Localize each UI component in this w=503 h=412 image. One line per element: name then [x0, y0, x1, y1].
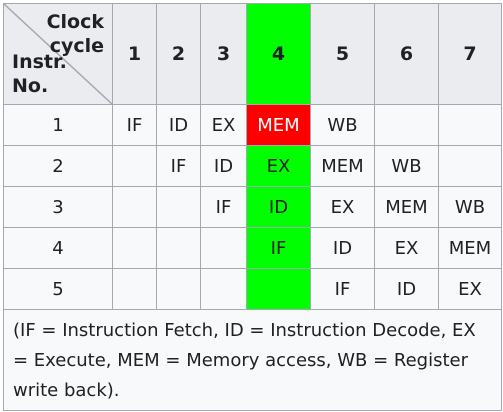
- stage-cell: [112, 145, 157, 187]
- instr-number: 3: [3, 186, 113, 228]
- cycle-header: 3: [200, 3, 247, 105]
- stage-cell: MEM: [374, 186, 439, 228]
- diagonal-divider: [4, 4, 112, 104]
- instr-number: 2: [3, 145, 113, 187]
- header-row: Clock cycle Instr. No. 1 2 3 4 5 6 7: [3, 3, 502, 105]
- stage-cell: [112, 268, 157, 310]
- stage-cell: [246, 268, 311, 310]
- pipeline-table: Clock cycle Instr. No. 1 2 3 4 5 6 7 1 I…: [3, 3, 502, 411]
- stage-cell: WB: [438, 186, 502, 228]
- stage-cell: [156, 268, 201, 310]
- stage-cell: ID: [200, 145, 247, 187]
- stage-cell: ID: [246, 186, 311, 228]
- stage-cell: IF: [112, 104, 157, 146]
- cycle-header: 4: [246, 3, 311, 105]
- clock-label-line2: cycle: [49, 35, 104, 57]
- stage-cell: MEM: [438, 227, 502, 269]
- stage-cell: [112, 227, 157, 269]
- instr-number: 5: [3, 268, 113, 310]
- instr-label-line2: No.: [12, 75, 49, 97]
- instr-no-label: Instr. No.: [12, 50, 67, 98]
- instr-number: 1: [3, 104, 113, 146]
- table-row: 5 IF ID EX: [3, 268, 502, 310]
- stage-cell: ID: [156, 104, 201, 146]
- cycle-header: 1: [112, 3, 157, 105]
- table-row: 2 IF ID EX MEM WB: [3, 145, 502, 187]
- legend-note: (IF = Instruction Fetch, ID = Instructio…: [3, 309, 502, 411]
- stage-cell: MEM: [310, 145, 375, 187]
- stage-cell: IF: [310, 268, 375, 310]
- stage-cell: [112, 186, 157, 228]
- stage-cell: EX: [310, 186, 375, 228]
- stage-cell: [156, 186, 201, 228]
- stage-cell: EX: [200, 104, 247, 146]
- stage-cell: [156, 227, 201, 269]
- cycle-header: 6: [374, 3, 439, 105]
- stage-cell: [200, 227, 247, 269]
- stage-cell: WB: [310, 104, 375, 146]
- stage-cell: EX: [246, 145, 311, 187]
- stage-cell: ID: [374, 268, 439, 310]
- stage-cell: EX: [374, 227, 439, 269]
- stage-cell: [438, 104, 502, 146]
- legend-row: (IF = Instruction Fetch, ID = Instructio…: [3, 309, 502, 411]
- stage-cell: MEM: [246, 104, 311, 146]
- instr-label-line1: Instr.: [12, 51, 67, 73]
- stage-cell: EX: [438, 268, 502, 310]
- clock-cycle-label: Clock cycle: [47, 10, 104, 58]
- stage-cell: [200, 268, 247, 310]
- stage-cell: ID: [310, 227, 375, 269]
- stage-cell: IF: [246, 227, 311, 269]
- table-row: 3 IF ID EX MEM WB: [3, 186, 502, 228]
- table-row: 4 IF ID EX MEM: [3, 227, 502, 269]
- stage-cell: WB: [374, 145, 439, 187]
- corner-header: Clock cycle Instr. No.: [3, 3, 113, 105]
- stage-cell: [438, 145, 502, 187]
- clock-label-line1: Clock: [46, 11, 104, 33]
- cycle-header: 2: [156, 3, 201, 105]
- stage-cell: [374, 104, 439, 146]
- instr-number: 4: [3, 227, 113, 269]
- stage-cell: IF: [200, 186, 247, 228]
- table-row: 1 IF ID EX MEM WB: [3, 104, 502, 146]
- cycle-header: 5: [310, 3, 375, 105]
- stage-cell: IF: [156, 145, 201, 187]
- cycle-header: 7: [438, 3, 502, 105]
